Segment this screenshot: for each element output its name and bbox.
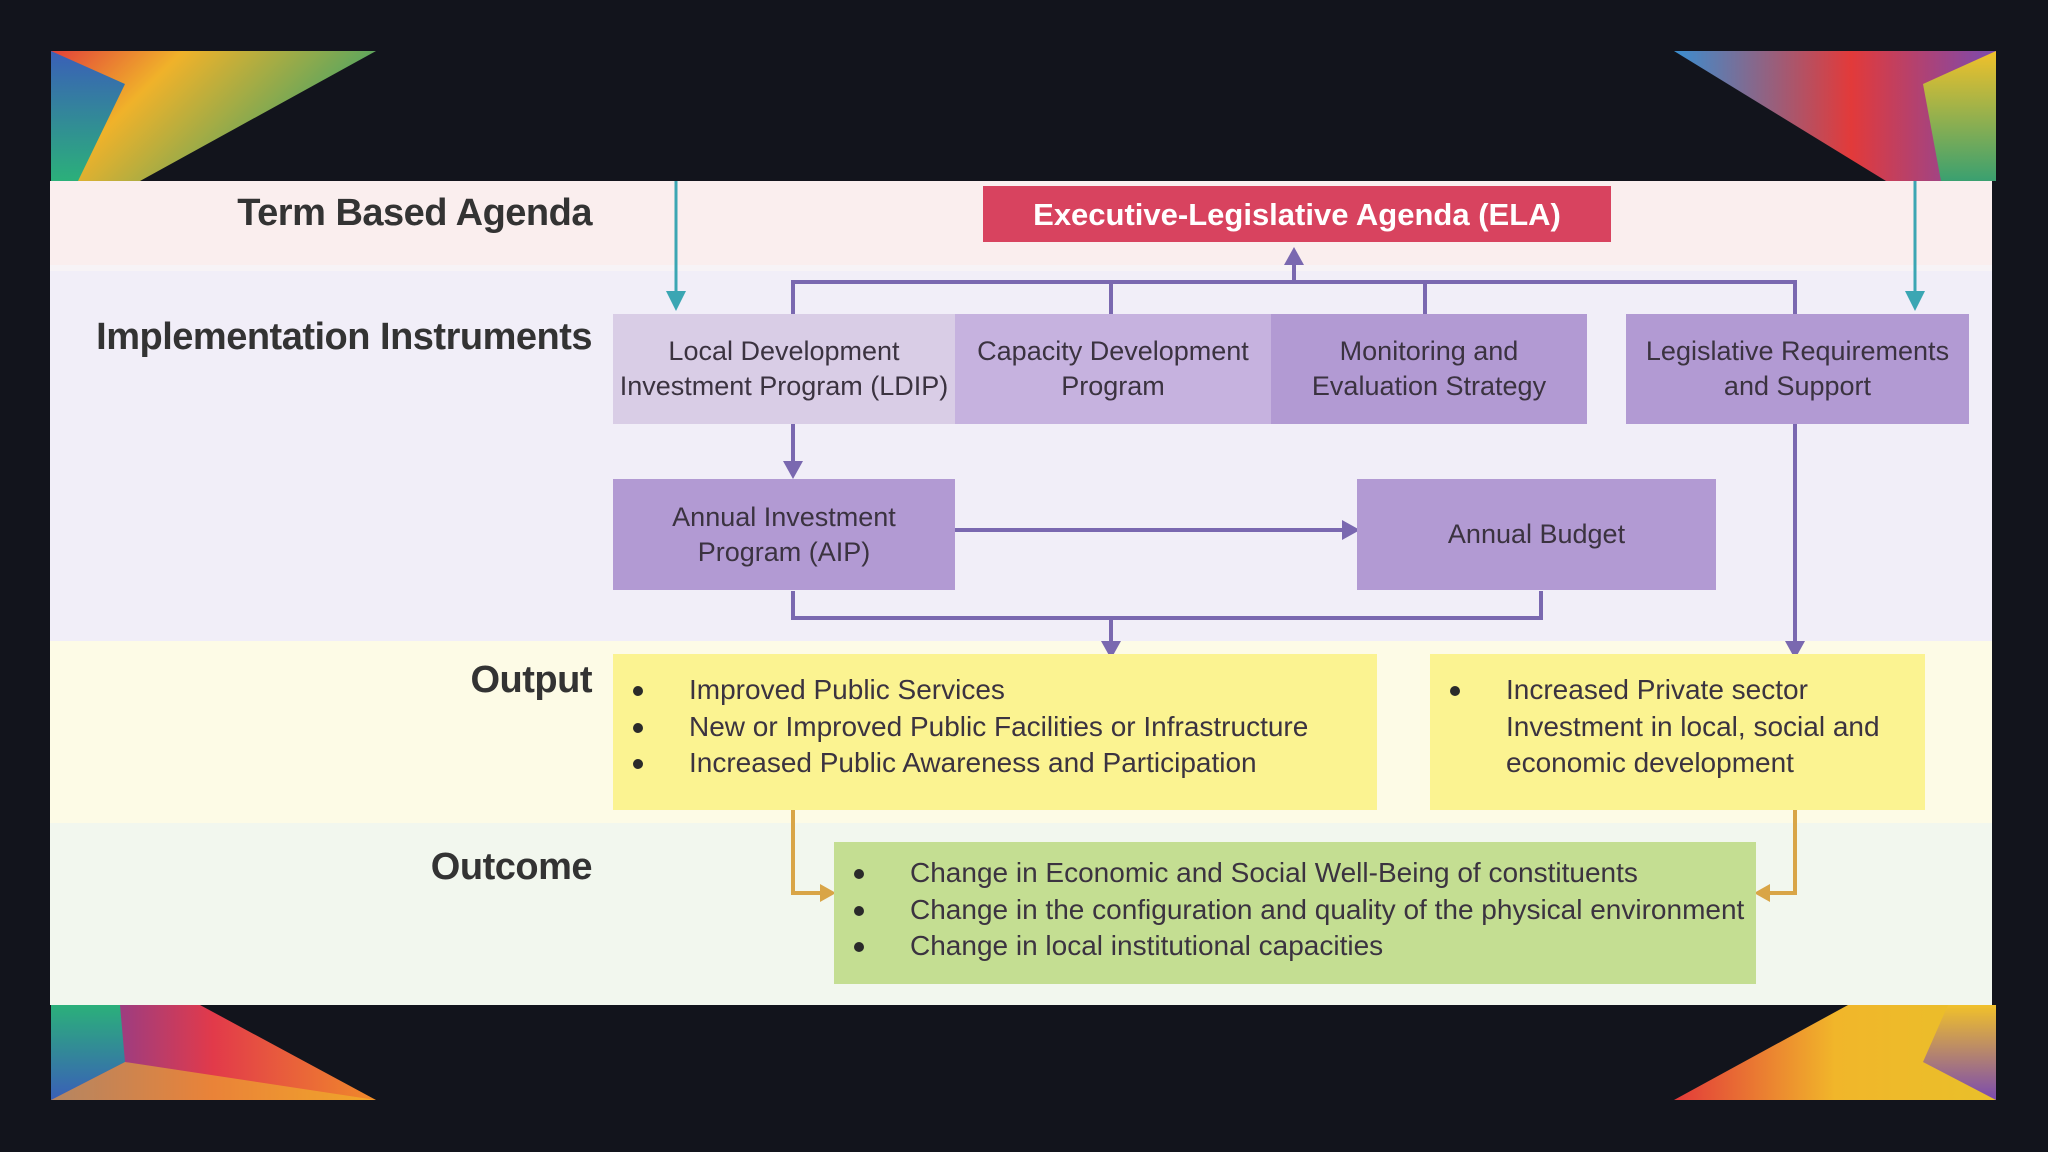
output-label: Output — [470, 659, 592, 701]
output-arrowhead-right — [1785, 641, 1805, 659]
private-output-line-2: Investment in local, social and — [1506, 710, 1880, 742]
bottom-right-corner-decoration — [1674, 1005, 1996, 1100]
legislative-line-2: and Support — [1723, 371, 1872, 401]
outcomes-box: Change in Economic and Social Well-Being… — [834, 842, 1756, 984]
ldip-box: Local Development Investment Program (LD… — [613, 314, 955, 424]
ldip-line-2: Investment Program (LDIP) — [619, 371, 949, 401]
private-output-line-3: economic development — [1506, 747, 1794, 778]
aip-box: Annual Investment Program (AIP) — [613, 479, 955, 590]
list-item: Change in Economic and Social Well-Being… — [834, 855, 1756, 892]
top-left-corner-decoration — [51, 51, 376, 181]
gold-connector-left — [791, 810, 822, 895]
top-right-corner-decoration — [1674, 51, 1996, 181]
annual-budget-box: Annual Budget — [1357, 479, 1716, 590]
monitoring-evaluation-box: Monitoring and Evaluation Strategy — [1271, 314, 1587, 424]
ldip-to-aip-arrowhead — [783, 461, 803, 479]
capacity-line-1: Capacity Development — [977, 336, 1249, 366]
ela-label: Executive-Legislative Agenda (ELA) — [1033, 196, 1561, 232]
monitoring-line-2: Evaluation Strategy — [1311, 371, 1547, 401]
teal-arrow-right — [1905, 181, 1925, 311]
list-item: Change in local institutional capacities — [834, 928, 1756, 965]
gold-arrowhead-right — [1754, 884, 1770, 902]
implementation-band — [50, 265, 1992, 271]
public-outputs-box: Improved Public Services New or Improved… — [613, 654, 1377, 810]
legislative-line-1: Legislative Requirements — [1645, 336, 1950, 366]
gold-arrowhead-left — [820, 884, 836, 902]
list-item: Improved Public Services — [613, 672, 1377, 709]
connector-lines — [666, 181, 1925, 902]
list-item: Increased Public Awareness and Participa… — [613, 745, 1377, 782]
implementation-instruments-label: Implementation Instruments — [96, 316, 592, 358]
outcome-label: Outcome — [430, 846, 593, 888]
gold-connector-right — [1768, 810, 1797, 895]
monitoring-line-1: Monitoring and — [1339, 336, 1519, 366]
term-based-agenda-label: Term Based Agenda — [237, 192, 592, 234]
aip-line-2: Program (AIP) — [697, 536, 871, 567]
capacity-line-2: Program — [1061, 371, 1165, 401]
list-item: Change in the configuration and quality … — [834, 892, 1756, 929]
list-item: New or Improved Public Facilities or Inf… — [613, 709, 1377, 746]
legislative-requirements-box: Legislative Requirements and Support — [1626, 314, 1969, 424]
aip-line-1: Annual Investment — [672, 501, 896, 532]
annual-budget-label: Annual Budget — [1447, 519, 1626, 549]
teal-arrow-left — [666, 181, 686, 311]
public-outputs-list: Improved Public Services New or Improved… — [613, 672, 1377, 782]
outcomes-list: Change in Economic and Social Well-Being… — [834, 855, 1756, 965]
ldip-line-1: Local Development — [668, 336, 900, 366]
ela-box: Executive-Legislative Agenda (ELA) — [983, 186, 1611, 242]
diagram-panel: Term Based Agenda Implementation Instrum… — [50, 181, 1992, 1005]
output-arrowhead-left — [1101, 641, 1121, 659]
capacity-development-box: Capacity Development Program — [955, 314, 1271, 424]
private-output-line-1: Increased Private sector — [1506, 674, 1808, 705]
ela-arrowhead — [1284, 247, 1304, 265]
ela-bus — [791, 261, 1797, 316]
private-outputs-box: Increased Private sector Investment in l… — [1430, 654, 1925, 810]
bottom-left-corner-decoration — [51, 1005, 376, 1100]
aip-to-budget-arrowhead — [1342, 520, 1360, 540]
private-output-item: Increased Private sector Investment in l… — [1430, 672, 1925, 782]
aip-budget-to-output — [791, 591, 1543, 643]
